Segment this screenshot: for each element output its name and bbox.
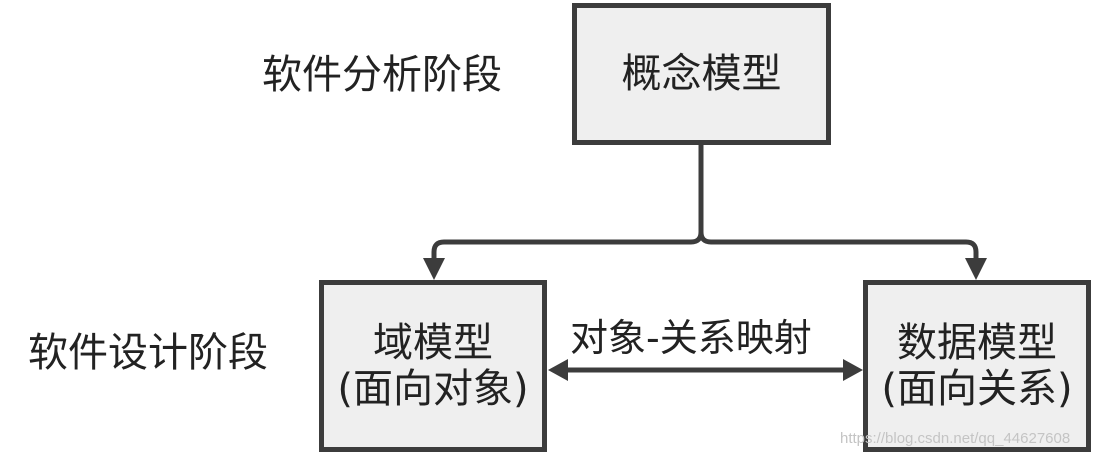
data-model-title: 数据模型 — [897, 320, 1057, 366]
concept-model-label: 概念模型 — [621, 51, 782, 97]
domain-model-subtitle: (面向对象) — [337, 366, 529, 412]
branch-to-domain-model — [431, 231, 704, 262]
domain-model-node: 域模型 (面向对象) — [319, 280, 547, 452]
design-stage-label: 软件设计阶段 — [28, 330, 268, 376]
concept-model-node: 概念模型 — [572, 3, 831, 145]
mapping-arrowhead-left — [548, 359, 568, 381]
arrow-to-data-model — [965, 258, 987, 280]
data-model-node: 数据模型 (面向关系) — [863, 280, 1091, 452]
analysis-stage-label: 软件分析阶段 — [262, 52, 502, 98]
arrow-to-domain-model — [423, 258, 445, 280]
mapping-arrowhead-right — [843, 359, 863, 381]
domain-model-title: 域模型 — [373, 320, 493, 366]
branch-to-data-model — [698, 231, 979, 262]
mapping-label: 对象-关系映射 — [570, 316, 812, 360]
watermark: https://blog.csdn.net/qq_44627608 — [840, 430, 1071, 447]
data-model-subtitle: (面向关系) — [881, 366, 1073, 412]
